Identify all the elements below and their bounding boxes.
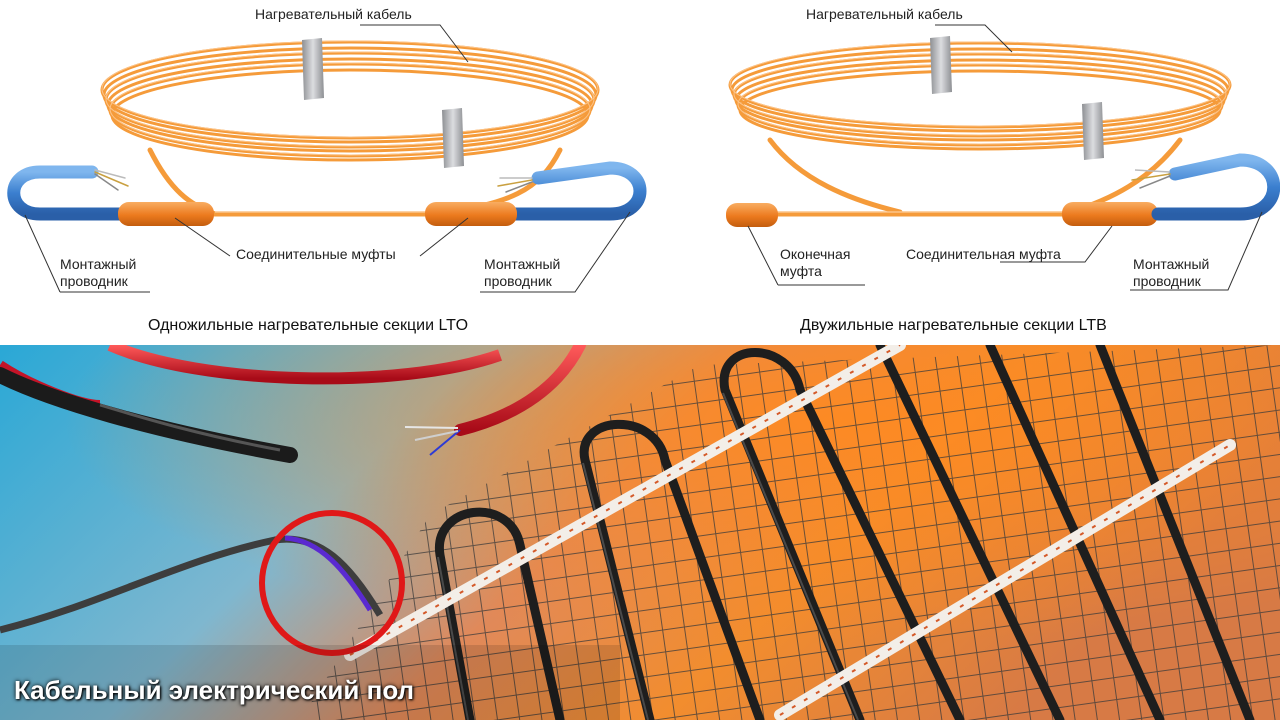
- tape-right-1: [930, 36, 952, 94]
- tape-right-2: [1082, 102, 1104, 160]
- caption-lto: Одножильные нагревательные секции LTO: [148, 317, 469, 334]
- lead-left-1: [7, 165, 132, 221]
- cable-coil-right: [728, 36, 1232, 217]
- caption-ltb: Двужильные нагревательные секции LTB: [800, 317, 1107, 334]
- label-couplings: Соединительные муфты: [236, 246, 396, 262]
- label-lead-right-2: Монтажный проводник: [1133, 256, 1210, 289]
- end-coupling: [726, 203, 778, 227]
- cable-coil-left: [100, 38, 600, 217]
- label-lead-right: Монтажный проводник: [484, 256, 561, 289]
- power-wire: [0, 535, 384, 634]
- highlight-ring: [259, 510, 405, 656]
- label-heating-cable-right: Нагревательный кабель: [806, 6, 963, 22]
- photo-panel: Кабельный электрический пол: [0, 345, 1280, 720]
- label-coupling: Соединительная муфта: [906, 246, 1061, 262]
- tape-left-2: [442, 108, 464, 168]
- diagram-panel: Нагревательный кабель Соединительные муф…: [0, 0, 1280, 345]
- label-heating-cable-left: Нагревательный кабель: [255, 6, 412, 22]
- label-end-coupling: Оконечная муфта: [780, 246, 851, 279]
- coupling-right: [1062, 202, 1158, 226]
- lead-left-2: [508, 161, 647, 221]
- coupling-left-1: [118, 202, 214, 226]
- red-cable-coil: [107, 345, 502, 385]
- heating-cable-loops: [435, 345, 1255, 720]
- lead-right: [1151, 153, 1280, 221]
- heating-mat-illustration: [0, 345, 1280, 720]
- coupling-left-2: [425, 202, 517, 226]
- tape-left-1: [302, 38, 324, 100]
- photo-caption: Кабельный электрический пол: [14, 675, 415, 705]
- label-lead-left: Монтажный проводник: [60, 256, 137, 289]
- sensor-probe: [0, 367, 298, 463]
- diagram-drawing: [7, 24, 1280, 293]
